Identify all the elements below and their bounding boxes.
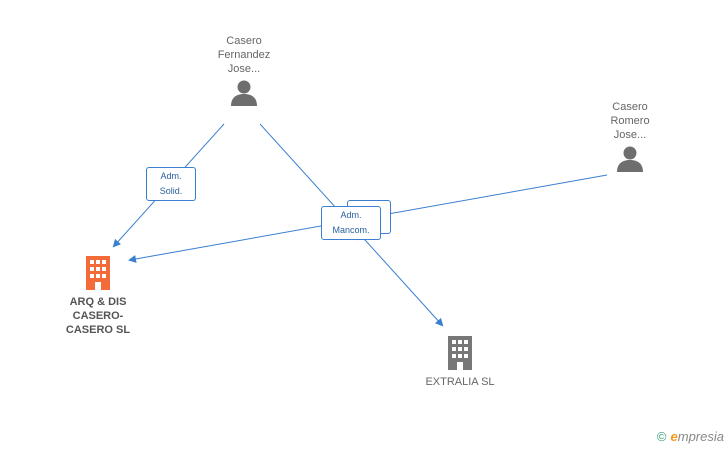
- person-node-casero-romero[interactable]: Casero Romero Jose...: [588, 100, 672, 179]
- brand-watermark: ©empresia: [657, 429, 724, 444]
- company-label: ARQ & DIS CASERO- CASERO SL: [65, 296, 131, 336]
- person-label: Casero Fernandez Jose...: [217, 35, 271, 75]
- company-node-extralia[interactable]: EXTRALIA SL: [412, 334, 508, 389]
- brand-e: e: [670, 429, 678, 444]
- edge-badge-solid[interactable]: Adm. Solid.: [146, 167, 196, 201]
- edge-badge-mancom[interactable]: Adm. Mancom.: [321, 206, 381, 240]
- copyright-icon: ©: [656, 429, 667, 444]
- person-label: Casero Romero Jose...: [610, 101, 650, 141]
- company-node-arq-dis[interactable]: ARQ & DIS CASERO- CASERO SL: [50, 254, 146, 337]
- company-label: EXTRALIA SL: [425, 376, 495, 388]
- brand-text: mpresia: [677, 429, 724, 444]
- person-icon: [617, 146, 643, 172]
- building-icon: [448, 336, 472, 370]
- building-icon: [86, 256, 110, 290]
- person-icon: [231, 80, 257, 106]
- person-node-casero-fernandez[interactable]: Casero Fernandez Jose...: [196, 34, 292, 113]
